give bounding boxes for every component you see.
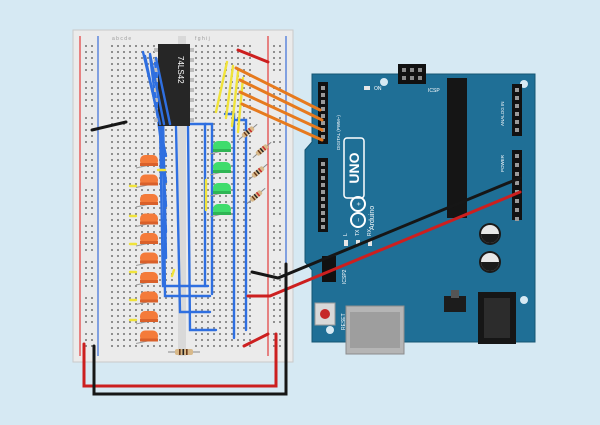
orange-led xyxy=(135,233,158,247)
green-led xyxy=(209,183,231,197)
resistors xyxy=(168,123,272,355)
mount-hole xyxy=(380,78,388,86)
orange-led xyxy=(135,194,158,208)
analog-header xyxy=(512,84,522,136)
voltage-regulator xyxy=(444,296,466,312)
reset-label: RESET xyxy=(341,313,347,330)
led-rx-label: RX xyxy=(367,228,373,236)
mount-hole xyxy=(520,296,528,304)
digital-header-2 xyxy=(318,158,328,232)
icsp-pins xyxy=(402,68,422,80)
orange-led xyxy=(135,272,158,286)
red-wires xyxy=(82,48,522,388)
arduino-infinity-icon: − + xyxy=(350,196,366,228)
orange-led xyxy=(135,291,158,305)
arduino-board-outline xyxy=(304,73,536,343)
l-led xyxy=(344,240,348,246)
icsp-label: ICSP xyxy=(428,88,440,94)
resistor xyxy=(252,141,272,159)
icsp-header xyxy=(398,64,426,84)
breadboard-center-channel xyxy=(178,36,186,356)
green-led xyxy=(209,141,231,155)
svg-text:−: − xyxy=(356,218,363,222)
resistor xyxy=(168,349,200,355)
decoder-chip-74ls42: 74LS42 xyxy=(154,44,194,126)
mount-hole xyxy=(326,326,334,334)
power-header-label: POWER xyxy=(500,154,505,172)
arduino-uno-board: ICSP ON UNO − + Arduino DIGITAL (PWM~) L… xyxy=(304,64,536,355)
blue-wires-over-chip xyxy=(141,50,172,126)
green-led-column xyxy=(209,141,231,218)
analog-header-label: ANALOG IN xyxy=(500,101,505,126)
orange-led xyxy=(135,213,158,227)
arduino-brand: Arduino xyxy=(369,206,376,230)
resistor xyxy=(248,163,268,181)
atmega-chip xyxy=(447,78,467,218)
uno-logo-text: UNO xyxy=(346,152,362,183)
orange-led-column xyxy=(135,155,158,344)
on-led xyxy=(364,86,370,90)
digital-header-label: DIGITAL (PWM~) xyxy=(336,115,341,150)
column-letters-top: a b c d e xyxy=(112,36,131,42)
wires xyxy=(82,48,522,396)
digital-header-pins xyxy=(321,86,325,229)
orange-led xyxy=(135,174,158,188)
yellow-wires xyxy=(128,60,245,322)
led-tx-label: TX xyxy=(355,229,361,236)
icsp2-header xyxy=(322,256,336,282)
capacitor xyxy=(479,251,501,273)
tx-led xyxy=(356,240,360,246)
voltage-regulator-tab xyxy=(451,290,459,298)
icsp2-label: ICSP2 xyxy=(342,269,348,284)
digital-header-1 xyxy=(318,82,328,144)
orange-wires xyxy=(234,66,324,142)
orange-led xyxy=(135,330,158,344)
chip-label: 74LS42 xyxy=(176,56,185,84)
resistor xyxy=(246,187,266,205)
orange-led xyxy=(135,252,158,266)
led-l-label: L xyxy=(343,233,349,236)
usb-connector-inner xyxy=(350,312,400,348)
capacitor xyxy=(479,223,501,245)
column-letters-top-right: f g h i j xyxy=(195,36,210,42)
breadboard-column-letters: a b c d e f g h i j xyxy=(112,36,210,42)
svg-text:+: + xyxy=(356,202,363,206)
green-led xyxy=(209,204,231,218)
black-wires xyxy=(90,120,522,396)
right-header-pins xyxy=(515,88,519,221)
chip-body xyxy=(158,44,190,126)
green-led xyxy=(209,162,231,176)
reset-button-cap[interactable] xyxy=(320,309,330,319)
orange-led xyxy=(135,155,158,169)
resistor xyxy=(238,123,258,141)
orange-led xyxy=(135,311,158,325)
rx-led xyxy=(368,240,372,246)
on-label: ON xyxy=(374,86,382,92)
power-jack-inner xyxy=(484,298,510,338)
